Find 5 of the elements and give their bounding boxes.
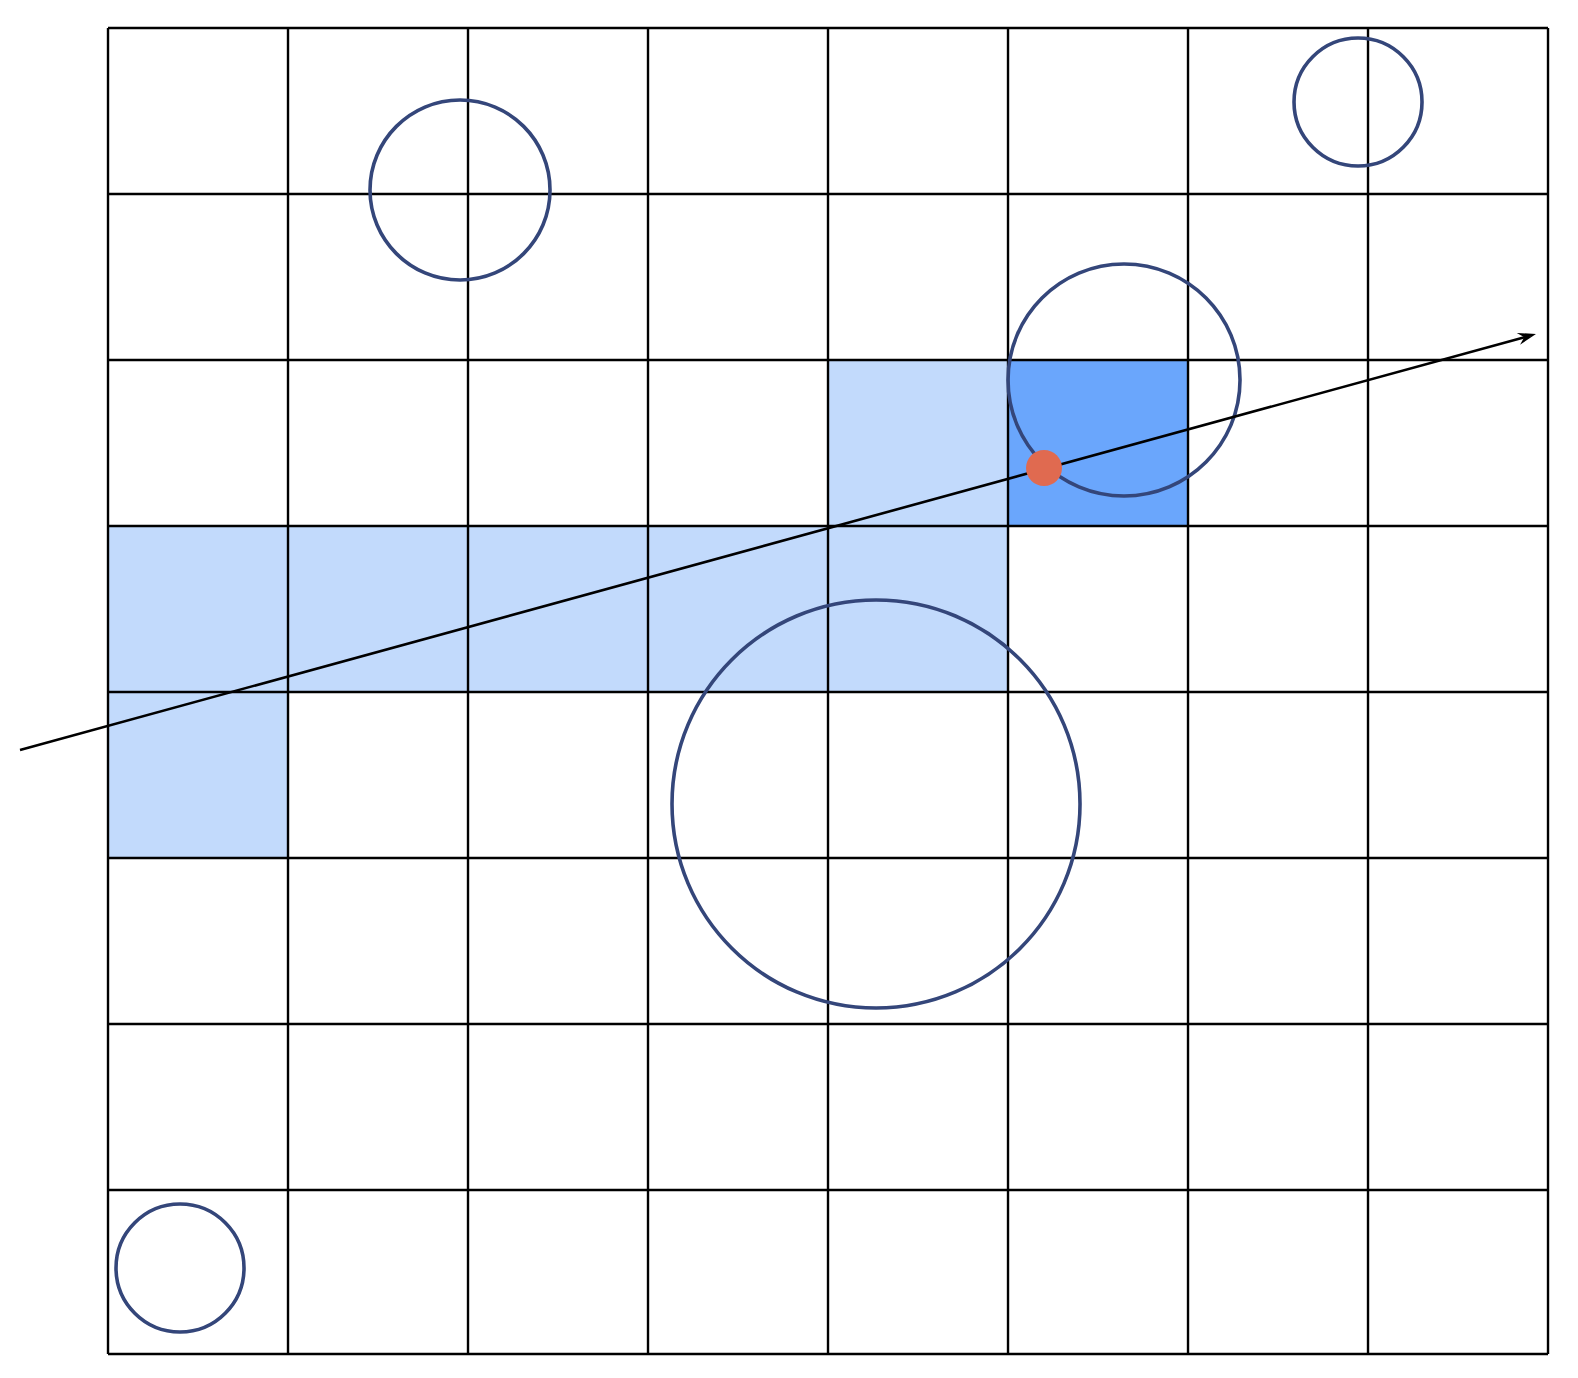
circle xyxy=(1006,262,1242,498)
circle xyxy=(670,598,1082,1010)
circle xyxy=(1292,36,1424,168)
circle xyxy=(368,98,552,282)
circle xyxy=(114,1202,246,1334)
